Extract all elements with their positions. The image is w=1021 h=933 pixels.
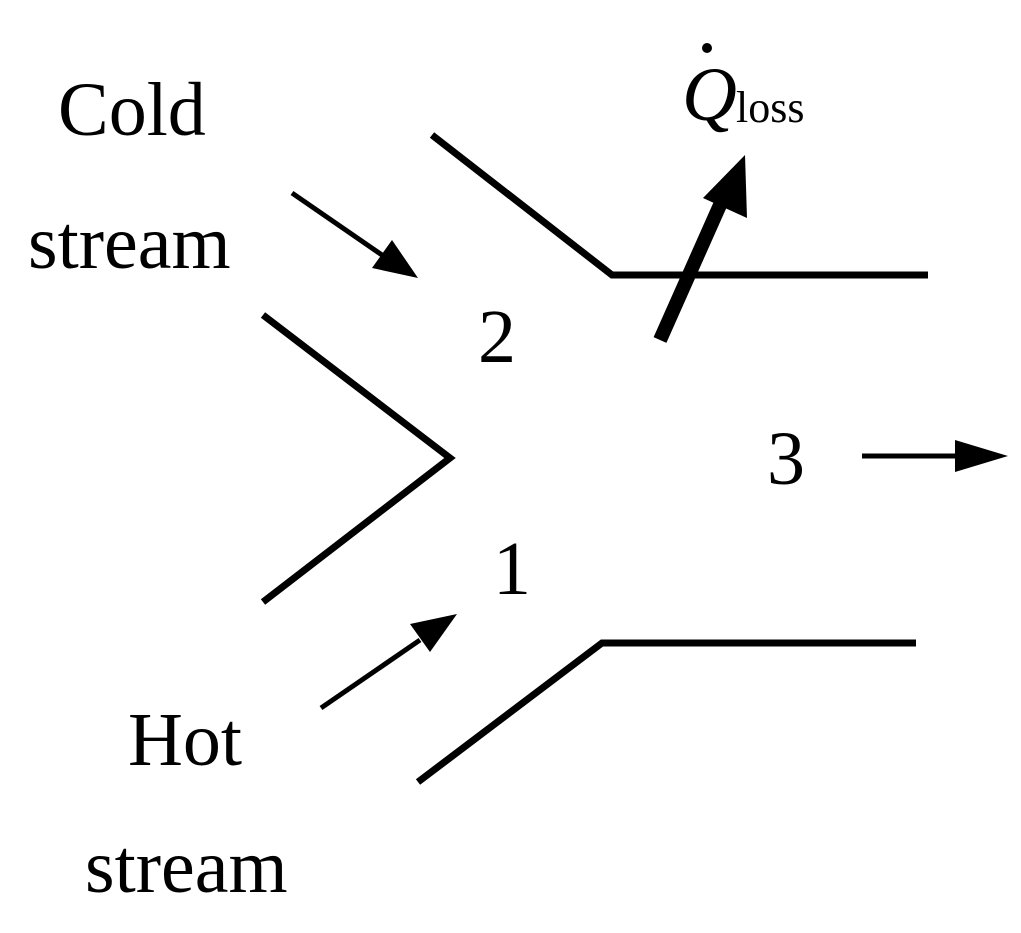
cold-inlet-arrow bbox=[290, 190, 384, 258]
hot-inlet-arrowhead bbox=[410, 614, 457, 652]
cold-stream-label-line2: stream bbox=[28, 201, 231, 285]
cold-inlet-arrowhead bbox=[372, 240, 418, 278]
heat-loss-symbol: Q bbox=[682, 53, 737, 137]
state-1-label: 1 bbox=[493, 527, 531, 611]
cold-stream-label-line1: Cold bbox=[58, 68, 206, 152]
state-3-label: 3 bbox=[767, 417, 805, 501]
hot-stream-label-line2: stream bbox=[85, 825, 288, 909]
heat-loss-arrowhead bbox=[703, 155, 747, 218]
upper-wall bbox=[429, 132, 928, 279]
heat-loss-subscript: loss bbox=[736, 83, 804, 132]
heat-loss-arrow bbox=[653, 202, 727, 343]
q-dot-overdot bbox=[702, 43, 712, 53]
hot-stream-label-line1: Hot bbox=[128, 698, 242, 782]
lower-wall bbox=[415, 639, 916, 785]
state-2-label: 2 bbox=[478, 295, 516, 379]
hot-inlet-arrow bbox=[319, 637, 422, 711]
exit-arrowhead bbox=[955, 440, 1008, 472]
middle-wedge bbox=[260, 312, 456, 605]
